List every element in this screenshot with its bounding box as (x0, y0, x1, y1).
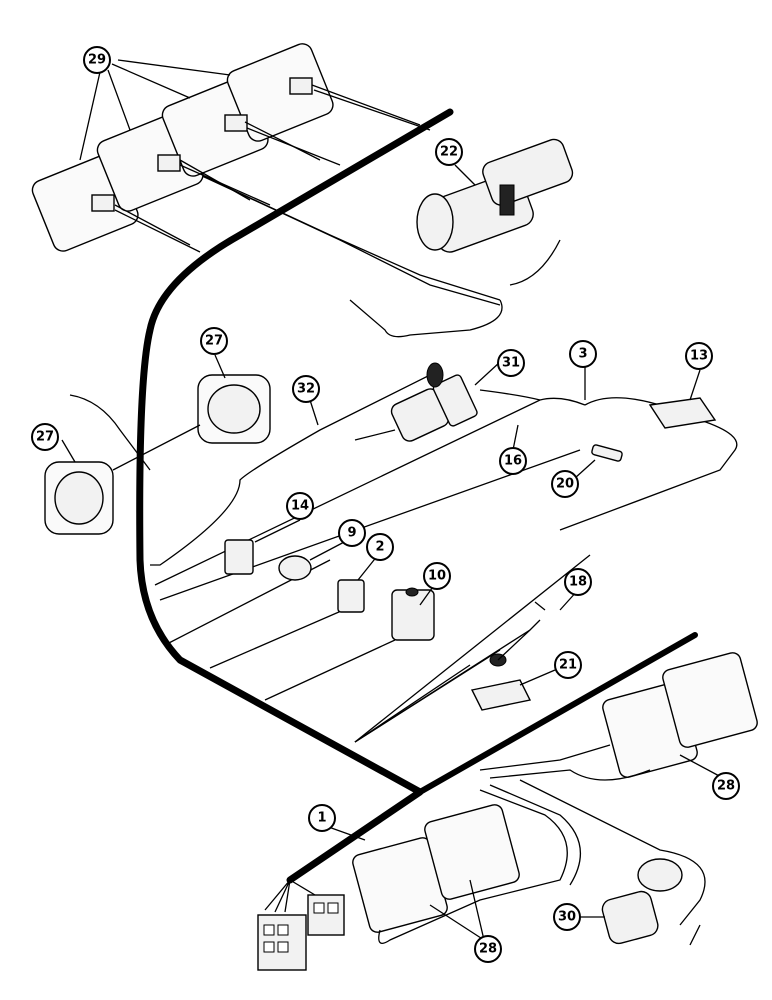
relay-module (648, 397, 717, 429)
callout-1: 1 (308, 804, 336, 832)
callout-31: 31 (497, 349, 525, 377)
callout-28-right: 28 (712, 772, 740, 800)
callout-18: 18 (564, 568, 592, 596)
switch-components (224, 539, 435, 641)
callout-18-label: 18 (569, 575, 587, 590)
callout-3-label: 3 (578, 347, 587, 362)
heater-blower-unit (416, 138, 574, 253)
callout-28-lower: 28 (474, 935, 502, 963)
callout-29: 29 (83, 46, 111, 74)
callout-32-label: 32 (297, 382, 315, 397)
callout-29-label: 29 (88, 53, 106, 68)
callout-32: 32 (292, 375, 320, 403)
lower-lamp-pair (352, 784, 582, 944)
callout-2: 2 (366, 533, 394, 561)
callout-16-label: 16 (504, 454, 522, 469)
callout-20: 20 (551, 470, 579, 498)
callout-20-label: 20 (556, 477, 574, 492)
top-lamp-group (31, 43, 431, 253)
callout-10: 10 (423, 562, 451, 590)
callout-28-right-label: 28 (717, 779, 735, 794)
callout-16: 16 (499, 447, 527, 475)
callout-10-label: 10 (428, 569, 446, 584)
callout-1-label: 1 (317, 811, 326, 826)
callout-3: 3 (569, 340, 597, 368)
lower-harness-branch (417, 632, 698, 795)
callout-27-lower-label: 27 (36, 430, 54, 445)
callout-13-label: 13 (690, 349, 708, 364)
ground-and-connector (470, 601, 546, 711)
callout-22-label: 22 (440, 145, 458, 160)
callout-27-upper: 27 (200, 327, 228, 355)
callout-21: 21 (554, 651, 582, 679)
callout-2-label: 2 (375, 540, 384, 555)
branch-wires (150, 169, 738, 743)
right-lamp-pair (479, 652, 758, 781)
callout-30: 30 (553, 903, 581, 931)
multi-pin-connector (257, 879, 345, 971)
wiper-motor (519, 779, 706, 946)
callout-21-label: 21 (559, 658, 577, 673)
callout-28-lower-label: 28 (479, 942, 497, 957)
callout-22: 22 (435, 138, 463, 166)
callout-13: 13 (685, 342, 713, 370)
solenoid-assembly (354, 362, 478, 442)
callout-9: 9 (338, 519, 366, 547)
main-harness-trunk (136, 108, 454, 884)
work-lamps (44, 374, 271, 535)
callout-14-label: 14 (291, 499, 309, 514)
temperature-sensor (591, 444, 623, 462)
callout-27-upper-label: 27 (205, 334, 223, 349)
callout-31-label: 31 (502, 356, 520, 371)
callout-14: 14 (286, 492, 314, 520)
callout-27-lower: 27 (31, 423, 59, 451)
callout-9-label: 9 (347, 526, 356, 541)
callout-30-label: 30 (558, 910, 576, 925)
